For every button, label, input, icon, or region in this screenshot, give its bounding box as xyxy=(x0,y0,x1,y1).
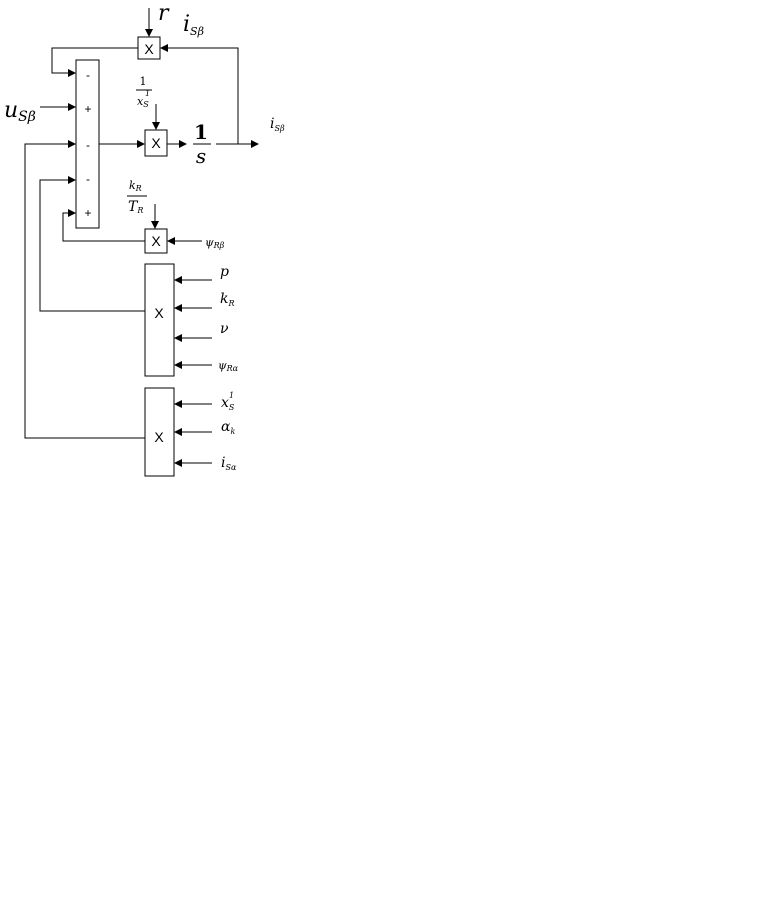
summator-sign-4: - xyxy=(86,172,90,186)
svg-text:1: 1 xyxy=(140,75,147,88)
svg-text:xS: xS xyxy=(137,95,149,109)
label-p: p xyxy=(220,264,229,280)
label-k-r: kR xyxy=(220,291,235,308)
r-term-line xyxy=(51,47,138,77)
multiplier-p-kr xyxy=(144,263,175,377)
label-i-s-alpha: iSα xyxy=(221,455,237,472)
label-u-s-beta: uSβ xyxy=(4,98,36,125)
multiplier-p-kr-label: X xyxy=(154,305,164,321)
label-alpha-k: αk xyxy=(221,419,235,436)
svg-text:kR: kR xyxy=(129,179,142,193)
label-i-s-beta-feedback: iSβ xyxy=(183,12,204,38)
summator-sign-1: - xyxy=(86,68,90,82)
summator-sign-3: - xyxy=(86,138,90,152)
p-kr-term-line xyxy=(39,176,145,312)
label-x-s1: xS xyxy=(221,395,235,412)
multiplier-xs-alpha-label: X xyxy=(154,429,164,445)
label-psi-r-alpha: ψRα xyxy=(218,359,239,373)
multiplier-inverse-xs xyxy=(144,129,168,157)
integrator-1-over-s: 1 s xyxy=(193,120,211,168)
label-one-over-xs: 1 xS 1 xyxy=(136,75,152,109)
xs-alpha-term-line xyxy=(24,140,145,439)
svg-text:s: s xyxy=(196,144,206,168)
multiplier-kr-tr-label: X xyxy=(151,233,161,249)
label-r: r xyxy=(158,1,170,26)
label-i-s-beta-output: iSβ xyxy=(270,116,285,133)
svg-text:1: 1 xyxy=(145,89,150,98)
multiplier-r-label: X xyxy=(144,41,154,57)
label-psi-r-beta: ψRβ xyxy=(205,236,225,250)
kr-tr-term-line xyxy=(62,209,145,242)
summator-sign-5: + xyxy=(84,206,91,220)
label-nu: ν xyxy=(220,321,229,337)
multiplier-inverse-xs-label: X xyxy=(151,135,161,151)
summator-sign-2: + xyxy=(84,102,91,116)
label-x-s1-sup: 1 xyxy=(229,391,234,400)
multiplier-xs-alpha xyxy=(144,387,175,477)
svg-text:1: 1 xyxy=(194,120,208,144)
i-s-beta-feedback-line xyxy=(160,44,239,144)
label-kr-over-tr: kR TR xyxy=(127,179,147,215)
svg-text:TR: TR xyxy=(128,199,143,215)
